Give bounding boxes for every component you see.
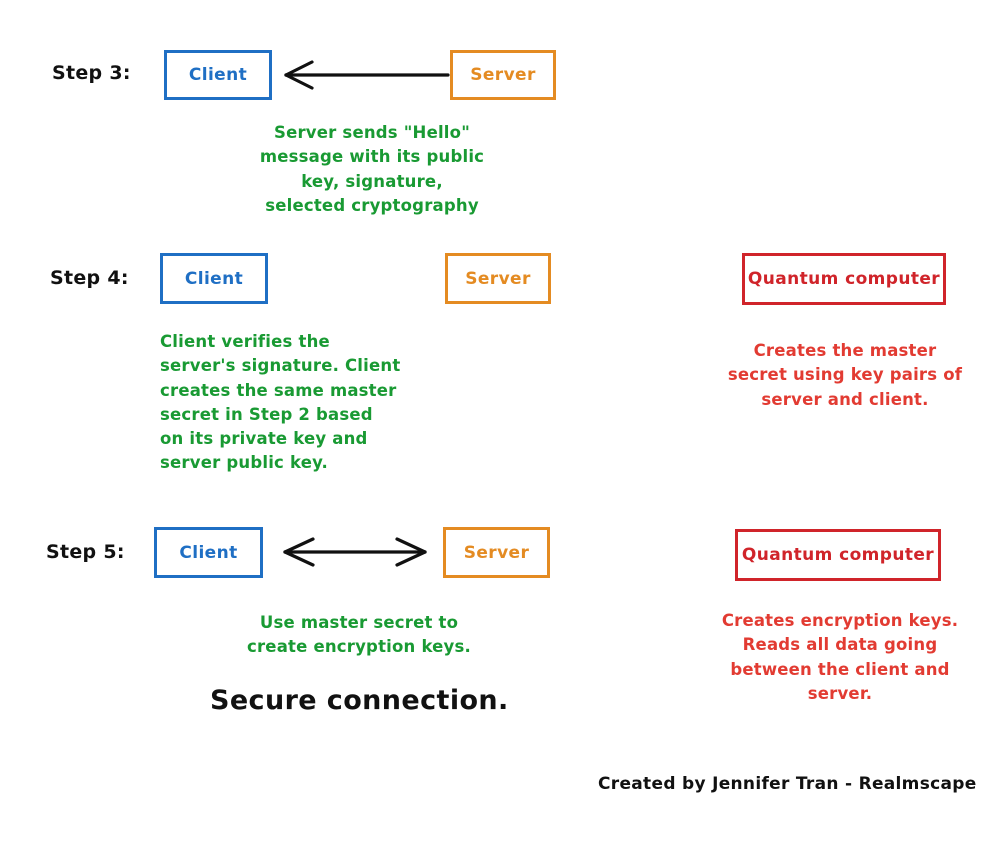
step-4-client-label: Client xyxy=(184,268,244,289)
credit-text: Created by Jennifer Tran - Realmscape xyxy=(598,774,977,794)
step-3-server-label: Server xyxy=(470,65,536,85)
step-5-server-box[interactable]: Server xyxy=(443,527,550,578)
step-5-green-note: Use master secret to create encryption k… xyxy=(246,613,472,657)
step-4-label: Step 4: xyxy=(50,267,129,289)
step-5-client-box[interactable]: Client xyxy=(154,527,263,578)
step-3-client-box[interactable]: Client xyxy=(164,50,272,100)
step-3-arrow-server-to-client xyxy=(278,58,450,92)
step-5-server-label: Server xyxy=(463,542,530,563)
step-5-label: Step 5: xyxy=(46,541,125,563)
step-4-server-label: Server xyxy=(465,268,531,289)
step-4-quantum-box[interactable]: Quantum computer xyxy=(742,253,946,305)
step-4-green-note: Client verifies the server's signature. … xyxy=(160,332,401,473)
step-4-red-note: Creates the master secret using key pair… xyxy=(727,341,963,409)
secure-connection-title: Secure connection. xyxy=(210,685,509,716)
step-4-quantum-label: Quantum computer xyxy=(747,269,941,289)
step-5-client-label: Client xyxy=(179,542,238,563)
step-3-server-box[interactable]: Server xyxy=(450,50,556,100)
step-4-client-box[interactable]: Client xyxy=(160,253,268,304)
step-5-arrow-bidirectional xyxy=(275,535,435,569)
step-5-quantum-box[interactable]: Quantum computer xyxy=(735,529,941,581)
step-3-client-label: Client xyxy=(188,65,248,85)
step-4-server-box[interactable]: Server xyxy=(445,253,551,304)
step-3-green-note: Server sends "Hello" message with its pu… xyxy=(259,123,485,215)
step-5-quantum-label: Quantum computer xyxy=(741,545,935,565)
step-3-label: Step 3: xyxy=(52,62,131,84)
step-5-red-note: Creates encryption keys. Reads all data … xyxy=(721,611,959,703)
